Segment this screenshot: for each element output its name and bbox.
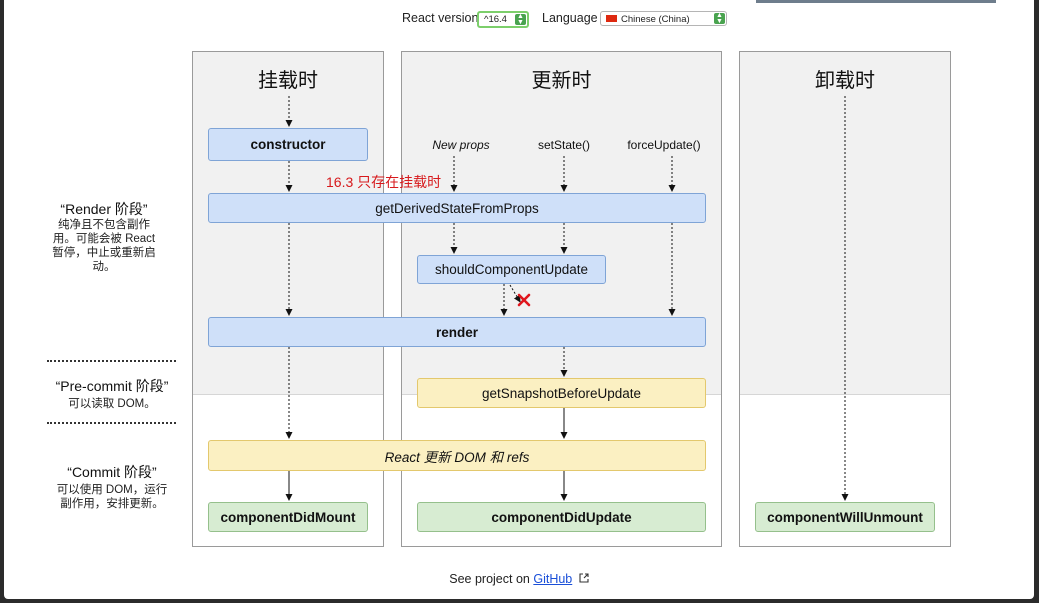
- language-value: Chinese (China): [621, 14, 690, 25]
- precommit-phase-title: “Pre-commit 阶段”: [55, 378, 169, 394]
- constructor-box: constructor: [208, 128, 368, 161]
- react-version-value: ^16.4: [484, 14, 507, 25]
- china-flag-icon: [606, 15, 617, 22]
- footer: See project on GitHub: [4, 572, 1034, 586]
- language-label: Language: [542, 11, 598, 25]
- select-arrows-icon: ▲▼: [515, 13, 526, 26]
- force-update-trigger: forceUpdate(): [627, 138, 701, 152]
- render-phase-desc: 纯净且不包含副作 用。可能会被 React 暂停，中止或重新启 动。: [14, 218, 194, 274]
- new-props-trigger: New props: [432, 138, 490, 152]
- render-desc-line: 纯净且不包含副作: [58, 219, 150, 231]
- cross-icon: [517, 293, 531, 307]
- mounting-title: 挂载时: [258, 70, 318, 92]
- unmounting-title: 卸载时: [815, 70, 875, 92]
- render-desc-line: 动。: [92, 261, 116, 273]
- page: React version ^16.4 ▲▼ Language Chinese …: [4, 0, 1034, 599]
- component-did-update-box: componentDidUpdate: [417, 502, 706, 532]
- updating-title: 更新时: [531, 70, 592, 92]
- commit-desc-line: 可以使用 DOM，运行: [56, 484, 168, 496]
- react-version-select[interactable]: ^16.4 ▲▼: [477, 11, 529, 28]
- should-component-update-box: shouldComponentUpdate: [417, 255, 606, 284]
- external-link-icon[interactable]: [579, 573, 589, 583]
- commit-phase-desc: 可以使用 DOM，运行 副作用，安排更新。: [22, 483, 202, 511]
- phase-separator: [47, 422, 176, 424]
- commit-phase-title: “Commit 阶段”: [67, 464, 157, 480]
- window-edge: [756, 0, 996, 3]
- commit-desc-line: 副作用，安排更新。: [60, 498, 164, 510]
- component-will-unmount-box: componentWillUnmount: [755, 502, 935, 532]
- render-desc-line: 用。可能会被 React: [52, 233, 156, 245]
- component-did-mount-box: componentDidMount: [208, 502, 368, 532]
- language-select[interactable]: Chinese (China) ▲▼: [600, 11, 727, 26]
- precommit-desc-line: 可以读取 DOM。: [68, 398, 156, 410]
- github-link[interactable]: GitHub: [533, 572, 573, 586]
- react-updates-dom-box: React 更新 DOM 和 refs: [208, 440, 706, 471]
- footer-text: See project on: [449, 572, 530, 586]
- render-phase-title: “Render 阶段”: [60, 201, 148, 217]
- select-arrows-icon: ▲▼: [714, 12, 725, 25]
- precommit-phase-desc: 可以读取 DOM。: [22, 397, 202, 411]
- version-note: 16.3 只存在挂载时: [326, 174, 442, 190]
- render-desc-line: 暂停，中止或重新启: [52, 247, 156, 259]
- phase-separator: [47, 360, 176, 362]
- set-state-trigger: setState(): [537, 138, 591, 152]
- arrow: [509, 284, 521, 303]
- lifecycle-arrows: [285, 96, 849, 501]
- render-box: render: [208, 317, 706, 347]
- get-derived-state-box: getDerivedStateFromProps: [208, 193, 706, 223]
- get-snapshot-box: getSnapshotBeforeUpdate: [417, 378, 706, 408]
- react-version-label: React version: [402, 11, 479, 25]
